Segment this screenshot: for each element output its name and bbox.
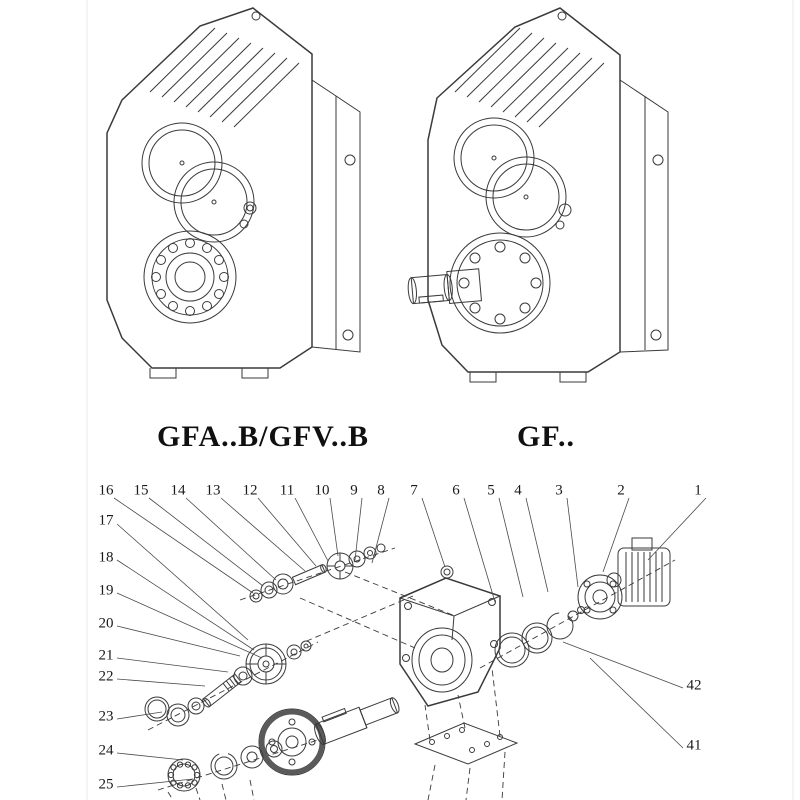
gear-housing-group (399, 565, 502, 707)
output-gear-group (167, 697, 400, 792)
callout-9: 9 (350, 482, 358, 499)
callout-15: 15 (133, 482, 149, 499)
callout-12: 12 (242, 482, 258, 499)
callout-23: 23 (98, 708, 114, 725)
callout-21: 21 (98, 647, 114, 664)
motor-and-seals-group (494, 537, 671, 668)
input-shaft-parts-group (249, 543, 386, 603)
model-label-right: GF.. (517, 420, 575, 453)
callout-2: 2 (617, 482, 625, 499)
intermediate-gear-group (144, 640, 312, 727)
callout-8: 8 (377, 482, 385, 499)
callout-19: 19 (98, 582, 114, 599)
callout-11: 11 (279, 482, 295, 499)
callout-25: 25 (98, 776, 114, 793)
callout-18: 18 (98, 549, 114, 566)
figure-left-gearbox-drawing (106, 7, 361, 379)
callout-24: 24 (98, 742, 114, 759)
figure-right-gearbox-drawing (407, 7, 669, 383)
callout-16: 16 (98, 482, 114, 499)
callout-3: 3 (555, 482, 563, 499)
callout-4: 4 (514, 482, 522, 499)
callout-5: 5 (487, 482, 495, 499)
callout-7: 7 (410, 482, 418, 499)
exploded-view-drawing (113, 497, 707, 800)
callout-42: 42 (686, 677, 702, 694)
model-label-left: GFA..B/GFV..B (157, 420, 369, 453)
callout-20: 20 (98, 615, 114, 632)
assembly-axis-lines (147, 547, 676, 800)
callout-17: 17 (98, 512, 114, 529)
callout-13: 13 (205, 482, 221, 499)
gasket-plate-group (413, 722, 519, 765)
callout-41: 41 (686, 737, 702, 754)
callout-leader-lines (113, 497, 707, 788)
callout-22: 22 (98, 668, 114, 685)
callout-1: 1 (694, 482, 702, 499)
callout-14: 14 (170, 482, 186, 499)
callout-6: 6 (452, 482, 460, 499)
callout-10: 10 (314, 482, 330, 499)
